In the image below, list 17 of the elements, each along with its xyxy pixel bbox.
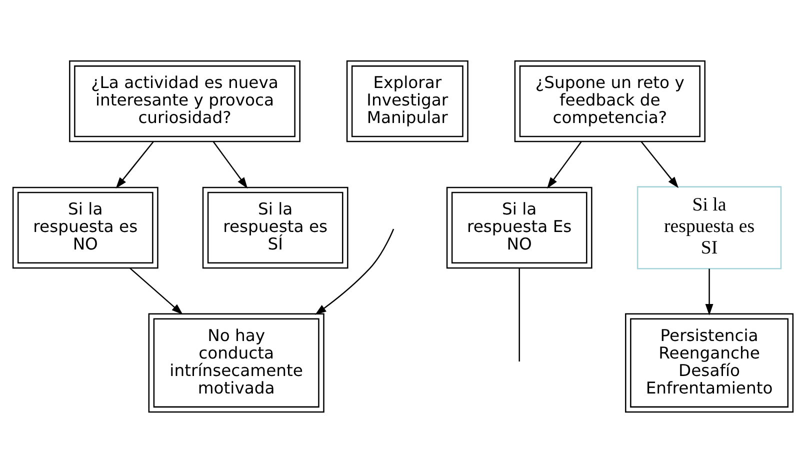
node-box: ¿Supone un reto y feedback de competencia? (514, 60, 706, 142)
arrow (314, 228, 394, 314)
node-box: Si la respuesta es SI (636, 186, 782, 269)
arrow (705, 268, 714, 315)
arrow (129, 267, 183, 314)
node-box: Si la respuesta Es NO (446, 186, 592, 268)
connector (518, 268, 520, 361)
arrow (116, 140, 154, 188)
arrow (547, 140, 582, 188)
node-box: No hay conducta intrínsecamente motivada (148, 312, 324, 412)
node-box: Explorar Investigar Manipular (346, 60, 468, 142)
node-box: ¿La actividad es nueva interesante y provoca curiosidad? (69, 60, 300, 142)
arrow (640, 140, 679, 188)
arrow (212, 140, 248, 188)
node-box: Si la respuesta es NO (12, 186, 158, 268)
node-box: Persistencia Reenganche Desafío Enfrentamiento (625, 312, 794, 412)
node-box: Si la respuesta es SÍ (202, 186, 348, 268)
